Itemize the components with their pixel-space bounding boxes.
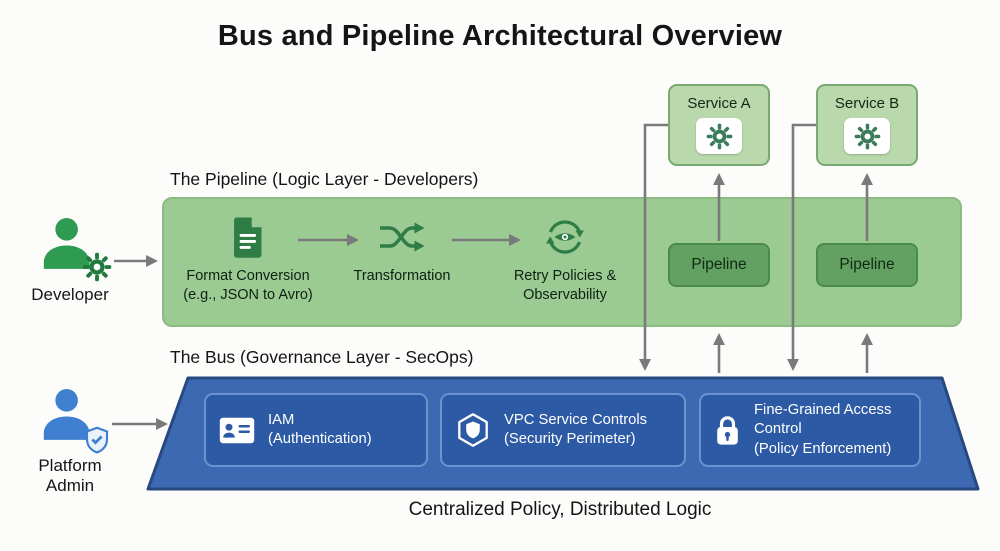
control-iam: IAM (Authentication) [204, 393, 428, 467]
document-icon [234, 217, 262, 258]
hexagon-shield-icon [458, 413, 488, 447]
control-text: VPC Service Controls (Security Perimeter… [504, 411, 647, 449]
platform-admin-label: Platform Admin [38, 456, 102, 496]
diagram-caption: Centralized Policy, Distributed Logic [408, 499, 712, 520]
retry-observability-icon [546, 220, 584, 254]
service-gear-chip [696, 118, 742, 154]
service-gear-chip [844, 118, 890, 154]
control-subtitle: (Security Perimeter) [504, 431, 636, 447]
control-title: Fine-Grained Access Control [754, 402, 892, 438]
page-title: Bus and Pipeline Architectural Overview [217, 20, 783, 52]
step-label-line1: Format Conversion [186, 268, 310, 284]
step-label: Transformation [354, 267, 451, 286]
step-label-line1: Retry Policies & [513, 268, 617, 284]
control-text: Fine-Grained Access Control (Policy Enfo… [754, 401, 906, 459]
step-label: Retry Policies & Observability [514, 267, 616, 305]
developer-label: Developer [31, 285, 109, 304]
admin-shield-icon [85, 426, 109, 454]
step-icon-slot [378, 214, 426, 260]
pipeline-box-label: Pipeline [839, 256, 895, 273]
developer-actor: Developer [8, 212, 132, 305]
step-transformation: Transformation [337, 214, 467, 286]
step-label: Format Conversion (e.g., JSON to Avro) [183, 267, 312, 305]
step-icon-slot [544, 214, 586, 260]
control-title: IAM [268, 411, 295, 428]
service-b-box: Service B [816, 84, 918, 166]
developer-person-icon [43, 218, 90, 269]
step-label-line1: Transformation [353, 268, 451, 284]
admin-figure [35, 383, 109, 454]
step-label-line2: Observability [523, 286, 607, 303]
id-card-icon [219, 417, 255, 443]
step-retry-observability: Retry Policies & Observability [490, 214, 640, 305]
control-subtitle: (Policy Enforcement) [754, 440, 892, 457]
developer-figure [35, 212, 112, 282]
platform-admin-actor: Platform Admin [8, 383, 132, 497]
step-format-conversion: Format Conversion (e.g., JSON to Avro) [168, 214, 328, 305]
lock-icon [717, 415, 738, 445]
step-icon-slot [230, 214, 266, 260]
step-label-line2: (e.g., JSON to Avro) [183, 286, 313, 303]
service-a-box: Service A [668, 84, 770, 166]
gear-icon [706, 123, 732, 149]
service-label: Service A [687, 95, 751, 112]
control-fine-grained-access: Fine-Grained Access Control (Policy Enfo… [699, 393, 921, 467]
developer-gear-icon [82, 252, 112, 282]
control-title: VPC Service Controls [504, 411, 648, 428]
control-text: IAM (Authentication) [268, 411, 372, 449]
service-label: Service B [834, 95, 900, 112]
pipeline-box-1: Pipeline [668, 243, 770, 287]
gear-icon [854, 123, 880, 149]
pipeline-layer-label: The Pipeline (Logic Layer - Developers) [170, 169, 479, 189]
pipeline-box-label: Pipeline [691, 256, 747, 273]
bus-layer-label: The Bus (Governance Layer - SecOps) [170, 347, 474, 367]
control-vpc: VPC Service Controls (Security Perimeter… [440, 393, 686, 467]
shuffle-icon [380, 222, 425, 252]
pipeline-box-2: Pipeline [816, 243, 918, 287]
admin-person-icon [43, 389, 90, 440]
control-subtitle: (Authentication) [268, 431, 372, 447]
